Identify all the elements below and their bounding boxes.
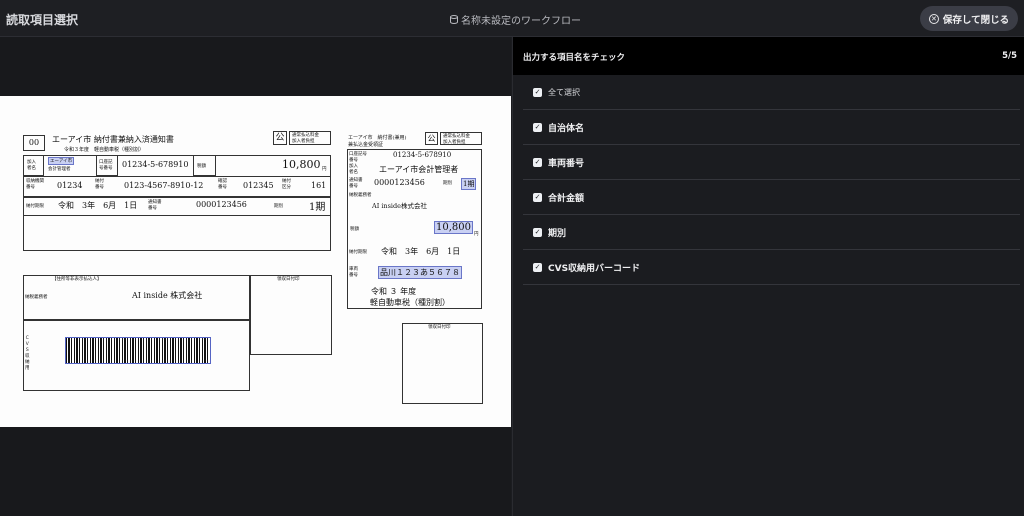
form-title: エーアイ市 納付書兼納入済通知書 — [52, 135, 174, 144]
save-and-close-button[interactable]: ✕ 保存して閉じる — [920, 6, 1018, 31]
r-payee: エーアイ市会計管理者 — [379, 165, 459, 174]
address-label: 【住所等非表示払込人】 — [52, 277, 102, 282]
inst-no: 01234 — [57, 181, 83, 190]
payer-label-cell: 加入 者名 — [23, 155, 44, 176]
div-label: 納付 区分 — [282, 179, 291, 190]
pay-no: 0123-4567-8910-12 — [124, 181, 204, 190]
r-receipt-stamp-label: 領収日付印 — [428, 325, 451, 330]
app-header: 読取項目選択 名称未設定のワークフロー ✕ 保存して閉じる — [0, 0, 1024, 37]
stamp-note: 通常払込料金 加入者負担 — [289, 131, 331, 145]
notice-no: 0000123456 — [196, 200, 247, 209]
check-icon: ✓ — [533, 192, 542, 202]
check-label: 確認 番号 — [218, 179, 227, 190]
field-label: 自治体名 — [548, 123, 585, 134]
cvs-barcode — [65, 337, 211, 364]
receipt-stamp-label: 領収日付印 — [277, 277, 300, 282]
address-box — [23, 275, 250, 320]
row-inst — [23, 176, 331, 197]
account-label-cell: 口座記 号番号 — [96, 155, 118, 176]
row-deadline — [23, 197, 331, 216]
check-icon: ✓ — [533, 122, 542, 132]
field-label: 車両番号 — [548, 158, 585, 169]
payer-sub: 会計管理者 — [48, 167, 71, 172]
r-year: 令和 ３ 年度 — [371, 287, 417, 296]
yen-unit: 円 — [322, 167, 327, 172]
close-circle-icon: ✕ — [928, 13, 939, 24]
selected-count: 5/5 — [1002, 51, 1017, 61]
field-label: 期別 — [548, 228, 567, 239]
payer-name: エーアイ市 — [48, 157, 75, 165]
field-item-vehicle-number[interactable]: ✓ 車両番号 — [523, 145, 1020, 180]
r-vehicle: 品川１２３あ５６７８ — [378, 266, 462, 279]
form-code: 00 — [23, 135, 45, 151]
r-obligor-label: 納税義務者 — [349, 193, 372, 198]
r-tax-label: 税額 — [350, 227, 359, 232]
r-notice-no: 0000123456 — [374, 178, 425, 187]
period-label: 期別 — [274, 204, 283, 209]
check-icon: ✓ — [533, 87, 542, 97]
r-receipt-stamp-box — [402, 323, 483, 404]
r-account-no: 01234-5-678910 — [393, 151, 452, 159]
document-image: 00 エーアイ市 納付書兼納入済通知書 令和３年度 軽自動車税（種別割） 公 通… — [0, 96, 511, 427]
cvs-label: ＣＶＳ収納用 — [25, 336, 30, 371]
r-period: 1期 — [461, 178, 477, 190]
check-no: 012345 — [243, 181, 274, 190]
r-notice-label: 通知書 番号 — [349, 178, 363, 189]
field-selection-panel: 出力する項目名をチェック 5/5 ✓ 全て選択 ✓ 自治体名 ✓ 車両番号 ✓ … — [512, 37, 1024, 516]
check-icon: ✓ — [533, 262, 542, 272]
field-item-municipality[interactable]: ✓ 自治体名 — [523, 110, 1020, 145]
cvs-box — [23, 320, 250, 391]
r-period-label: 期別 — [443, 181, 452, 186]
receipt-table — [347, 149, 482, 309]
workflow-name: 名称未設定のワークフロー — [450, 12, 581, 27]
pay-no-label: 納付 番号 — [95, 179, 104, 190]
deadline-label: 納付期限 — [26, 204, 44, 209]
check-icon: ✓ — [533, 157, 542, 167]
r-deadline-label: 納付期限 — [349, 250, 367, 255]
field-item-cvs-barcode[interactable]: ✓ CVS収納用バーコード — [523, 250, 1020, 285]
save-and-close-label: 保存して閉じる — [942, 14, 1010, 26]
r-tax-type: 軽自動車税（種別割） — [370, 298, 450, 307]
page-title: 読取項目選択 — [6, 13, 79, 27]
workflow-name-text: 名称未設定のワークフロー — [461, 16, 581, 27]
field-label: CVS収納用バーコード — [548, 263, 641, 274]
obligor-label: 納税義務者 — [25, 295, 48, 300]
account-no: 01234-5-678910 — [122, 160, 189, 169]
amount: 10,800 — [282, 158, 321, 171]
select-all-checkbox[interactable]: ✓ 全て選択 — [523, 75, 1020, 110]
receipt-stamp-note: 通常払込料金 加入者負担 — [440, 132, 482, 145]
period: 1期 — [309, 202, 326, 213]
check-icon: ✓ — [533, 227, 542, 237]
receipt-stamp-box — [250, 275, 332, 355]
r-deadline: 令和 3年 6月 1日 — [381, 247, 461, 256]
panel-header: 出力する項目名をチェック 5/5 — [513, 37, 1024, 75]
r-account-label: 口座記号 番号 — [349, 152, 367, 163]
company-name: AI inside 株式会社 — [132, 291, 203, 300]
receipt-title: エーアイ市 納付書(兼用) 兼払込金受領証 — [348, 135, 407, 148]
r-payee-label: 加入 者名 — [349, 164, 358, 175]
field-label: 合計金額 — [548, 193, 585, 204]
div-no: 161 — [311, 181, 327, 190]
db-icon — [450, 15, 458, 24]
deadline: 令和 3年 6月 1日 — [58, 201, 138, 210]
select-all-label: 全て選択 — [548, 87, 580, 97]
field-item-total-amount[interactable]: ✓ 合計金額 — [523, 180, 1020, 215]
r-amount: 10,800 — [434, 221, 473, 234]
tax-label-cell: 税額 — [193, 155, 216, 176]
r-company: AI inside株式会社 — [372, 202, 428, 210]
panel-heading: 出力する項目名をチェック — [523, 53, 626, 63]
r-yen: 円 — [474, 232, 479, 237]
field-list: ✓ 全て選択 ✓ 自治体名 ✓ 車両番号 ✓ 合計金額 ✓ 期別 ✓ CVS収納… — [523, 75, 1020, 285]
r-vehicle-label: 車両 番号 — [349, 267, 358, 278]
notice-label: 通知書 番号 — [148, 200, 162, 211]
stamp-box: 公 — [273, 131, 287, 145]
inst-label: 収納機関 番号 — [26, 179, 44, 190]
receipt-stamp-icon: 公 — [425, 132, 438, 145]
field-item-period[interactable]: ✓ 期別 — [523, 215, 1020, 250]
form-year: 令和３年度 軽自動車税（種別割） — [64, 147, 145, 153]
